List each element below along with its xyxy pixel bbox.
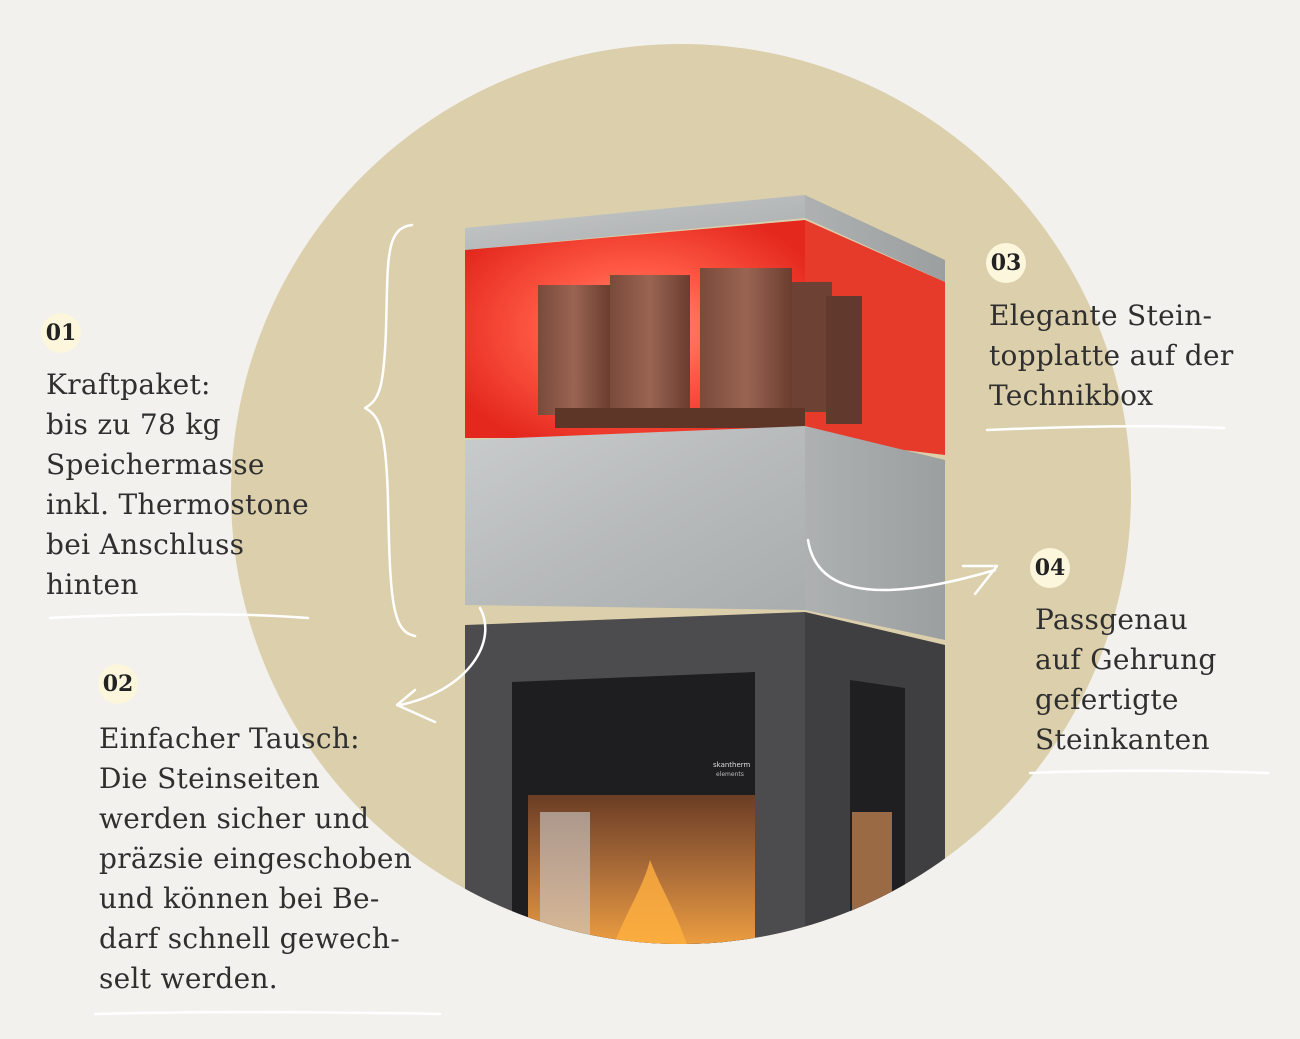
callout-01-text: Kraftpaket: bis zu 78 kg Speichermasse i…: [46, 368, 309, 601]
callout-03-number: 03: [990, 250, 1022, 276]
callout-02-number: 02: [102, 671, 134, 697]
front-window: [512, 672, 755, 944]
stone-top-plate: [465, 195, 945, 282]
callout-04-badge: 04: [1030, 548, 1070, 588]
callout-03-badge: 03: [986, 243, 1026, 283]
callout-04-number: 04: [1034, 555, 1066, 581]
storage-mass-bricks: [538, 268, 862, 428]
stove-brand-line2: elements: [716, 771, 744, 778]
callout-01-number: 01: [45, 320, 77, 346]
callout-02-badge: 02: [98, 664, 138, 704]
callout-04-text: Passgenau auf Gehrung gefertigte Steinka…: [1035, 603, 1217, 756]
callout-03-text: Elegante Stein- topplatte auf der Techni…: [989, 299, 1234, 412]
side-window: [850, 680, 905, 944]
steel-body: skantherm elements: [465, 612, 945, 944]
stone-side-panel: [465, 426, 945, 640]
callout-01-badge: 01: [41, 313, 81, 353]
callout-02-text: Einfacher Tausch: Die Steinseiten werden…: [99, 722, 413, 995]
stove-brand-line1: skantherm: [713, 761, 751, 769]
